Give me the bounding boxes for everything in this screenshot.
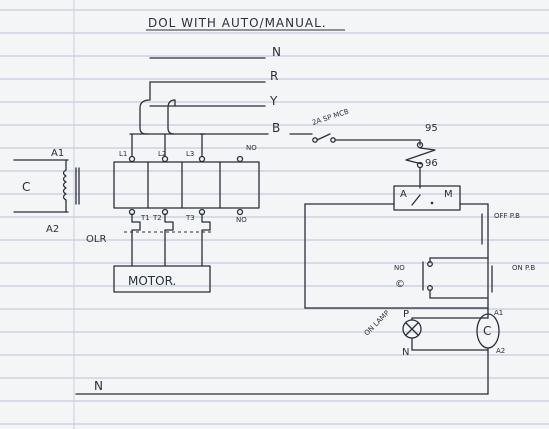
- on-push-button: ON P.B: [487, 257, 535, 311]
- coil-a2-label: A2: [46, 224, 59, 235]
- phase-label-n: N: [272, 45, 281, 59]
- aux-no-top: NO: [246, 144, 257, 152]
- olr-t3: T3: [185, 214, 195, 222]
- contactor-l1: L1: [119, 150, 127, 158]
- olr-contact-96: 96: [425, 158, 438, 169]
- contactor-l2: L2: [158, 150, 166, 158]
- coil-a1-label: A1: [51, 148, 64, 159]
- right-coil-a2: A2: [496, 347, 505, 355]
- hold-on-contact: NO ©: [394, 257, 489, 299]
- main-coil: A1 C A2: [13, 148, 80, 235]
- phase-label-r: R: [270, 69, 278, 83]
- phase-drops: [129, 81, 206, 157]
- olr-aux-contact: 95 96: [405, 123, 438, 189]
- indicator-lamp: P N ON LAMP: [363, 309, 489, 358]
- contactor-l3: L3: [186, 150, 194, 158]
- lamp-p-label: P: [403, 309, 409, 320]
- hold-symbol: ©: [395, 279, 405, 290]
- olr-t2: T2: [152, 214, 162, 222]
- coil-letter: C: [22, 180, 30, 194]
- mcb-label: 2A SP MCB: [311, 107, 350, 126]
- phase-lines: N R Y B: [149, 45, 281, 135]
- lamp-label: ON LAMP: [363, 309, 391, 337]
- overload-relay: T1 T2 T3 OLR: [86, 213, 214, 267]
- selector-switch: A M: [304, 185, 489, 309]
- olr-contact-95: 95: [425, 123, 438, 134]
- right-coil-letter: C: [483, 324, 491, 338]
- contactor: L1 L2 L3 NO NO: [113, 144, 260, 224]
- neutral-bottom-label: N: [94, 379, 103, 393]
- hold-no-label: NO: [394, 264, 405, 272]
- off-push-button: OFF P.B: [429, 203, 520, 259]
- on-pb-label: ON P.B: [512, 264, 535, 272]
- olr-t1: T1: [140, 214, 150, 222]
- aux-no-bottom: NO: [236, 216, 247, 224]
- lamp-n-label: N: [402, 347, 409, 358]
- bottom-neutral: N: [75, 379, 489, 395]
- motor: MOTOR.: [113, 265, 211, 293]
- selector-m: M: [444, 189, 453, 200]
- phase-label-b: B: [272, 121, 280, 135]
- selector-a: A: [400, 189, 407, 200]
- off-pb-label: OFF P.B: [494, 212, 520, 220]
- diagram-title: DOL WITH AUTO/MANUAL.: [148, 16, 327, 30]
- olr-label: OLR: [86, 234, 106, 245]
- motor-label: MOTOR.: [128, 274, 176, 288]
- contactor-coil: C A1 A2: [476, 309, 505, 395]
- phase-label-y: Y: [269, 94, 278, 108]
- right-coil-a1: A1: [494, 309, 503, 317]
